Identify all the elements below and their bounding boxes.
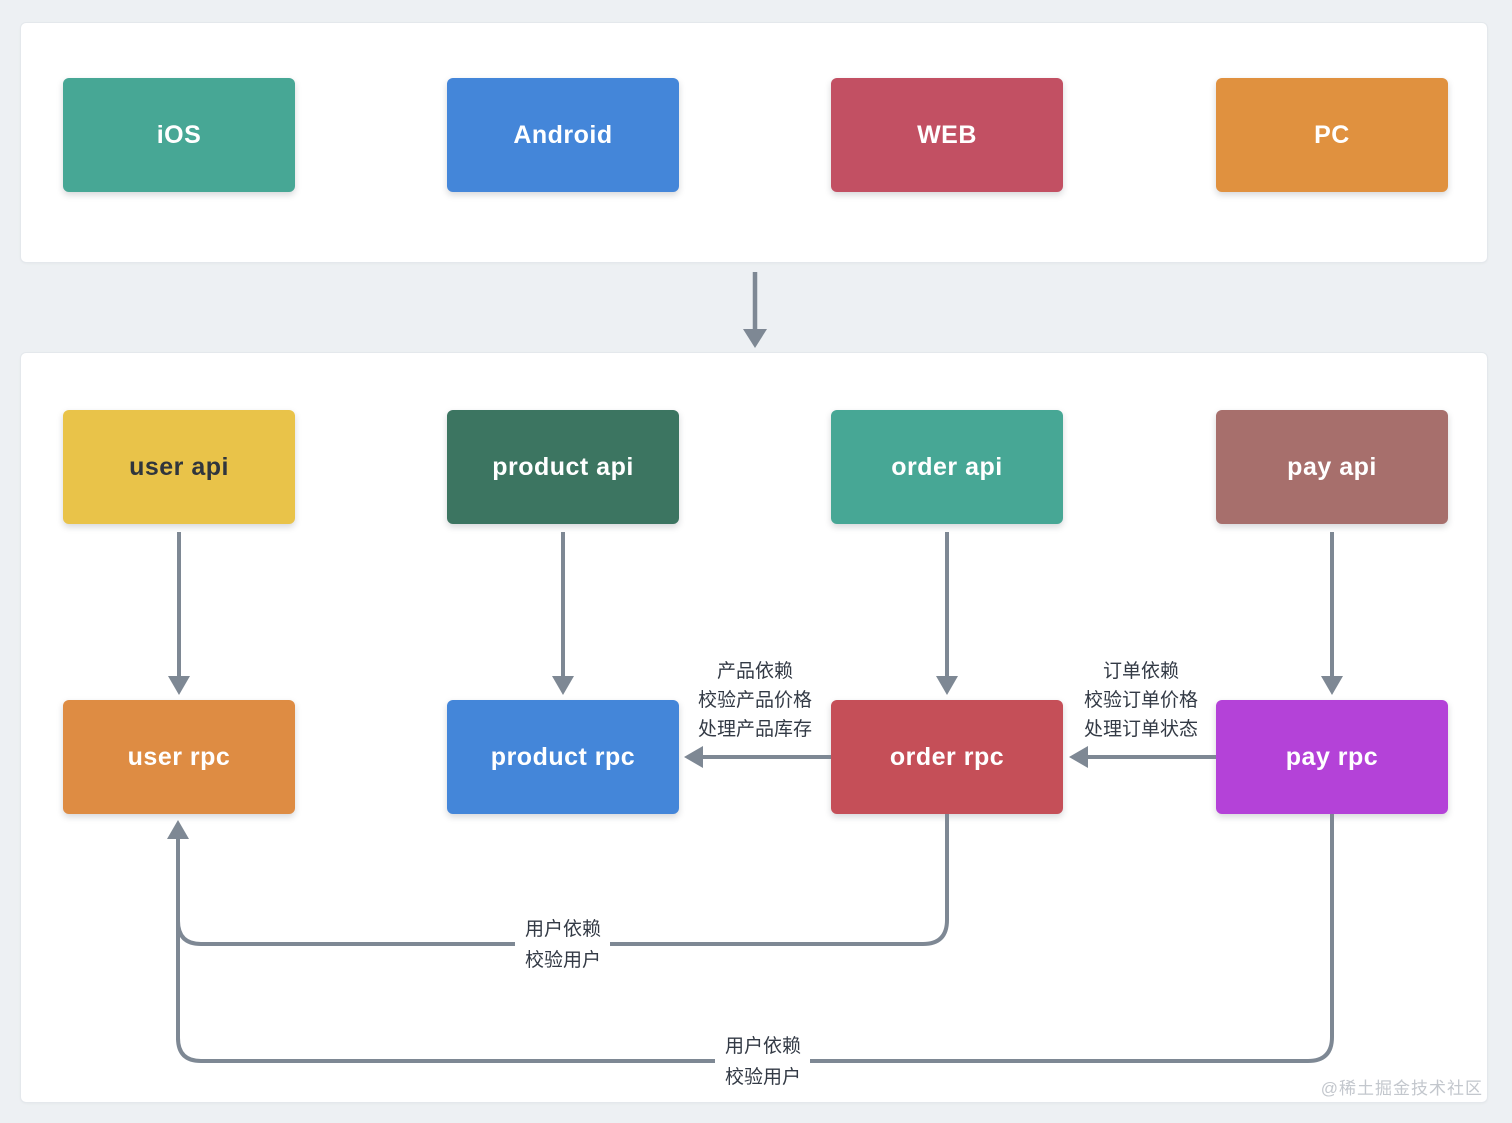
watermark: @稀土掘金技术社区: [1320, 1079, 1483, 1098]
node-order-api: order api: [831, 410, 1063, 524]
node-label: product api: [492, 452, 634, 481]
node-order-rpc: order rpc: [831, 700, 1063, 814]
edge-label-line: 处理产品库存: [697, 719, 812, 740]
edge-label-user-dependency-order: 用户依赖 校验用户: [488, 914, 638, 976]
node-android: Android: [447, 78, 679, 192]
edge-clients-to-services-arrow: [743, 272, 767, 348]
edge-label-line: 订单依赖: [1102, 661, 1179, 682]
edge-label-line: 校验订单价格: [1083, 690, 1198, 711]
node-web: WEB: [831, 78, 1063, 192]
node-label: Android: [513, 120, 613, 149]
node-label: user api: [129, 452, 229, 481]
node-label: pay api: [1287, 452, 1377, 481]
node-label: product rpc: [490, 742, 636, 771]
node-pay-api: pay api: [1216, 410, 1448, 524]
node-product-api: product api: [447, 410, 679, 524]
node-label: order api: [891, 452, 1003, 481]
edge-label-product-dependency: 产品依赖 校验产品价格 处理产品库存: [630, 657, 880, 744]
edge-label-line: 校验产品价格: [697, 690, 812, 711]
node-ios: iOS: [63, 78, 295, 192]
edge-label-line: 校验用户: [724, 1067, 801, 1088]
edge-label-line: 产品依赖: [716, 661, 793, 682]
node-label: PC: [1314, 120, 1350, 149]
node-label: pay rpc: [1285, 742, 1379, 771]
node-user-rpc: user rpc: [63, 700, 295, 814]
edge-label-order-dependency: 订单依赖 校验订单价格 处理订单状态: [1016, 657, 1266, 744]
node-pay-rpc: pay rpc: [1216, 700, 1448, 814]
node-label: WEB: [917, 120, 977, 149]
edge-label-line: 用户依赖: [524, 919, 601, 940]
node-label: user rpc: [127, 742, 231, 771]
edge-label-line: 处理订单状态: [1083, 719, 1198, 740]
edge-label-user-dependency-pay: 用户依赖 校验用户: [688, 1031, 838, 1093]
edge-label-line: 校验用户: [524, 950, 601, 971]
node-label: iOS: [156, 120, 202, 149]
edge-label-line: 用户依赖: [724, 1036, 801, 1057]
node-label: order rpc: [889, 742, 1005, 771]
node-pc: PC: [1216, 78, 1448, 192]
node-product-rpc: product rpc: [447, 700, 679, 814]
node-user-api: user api: [63, 410, 295, 524]
